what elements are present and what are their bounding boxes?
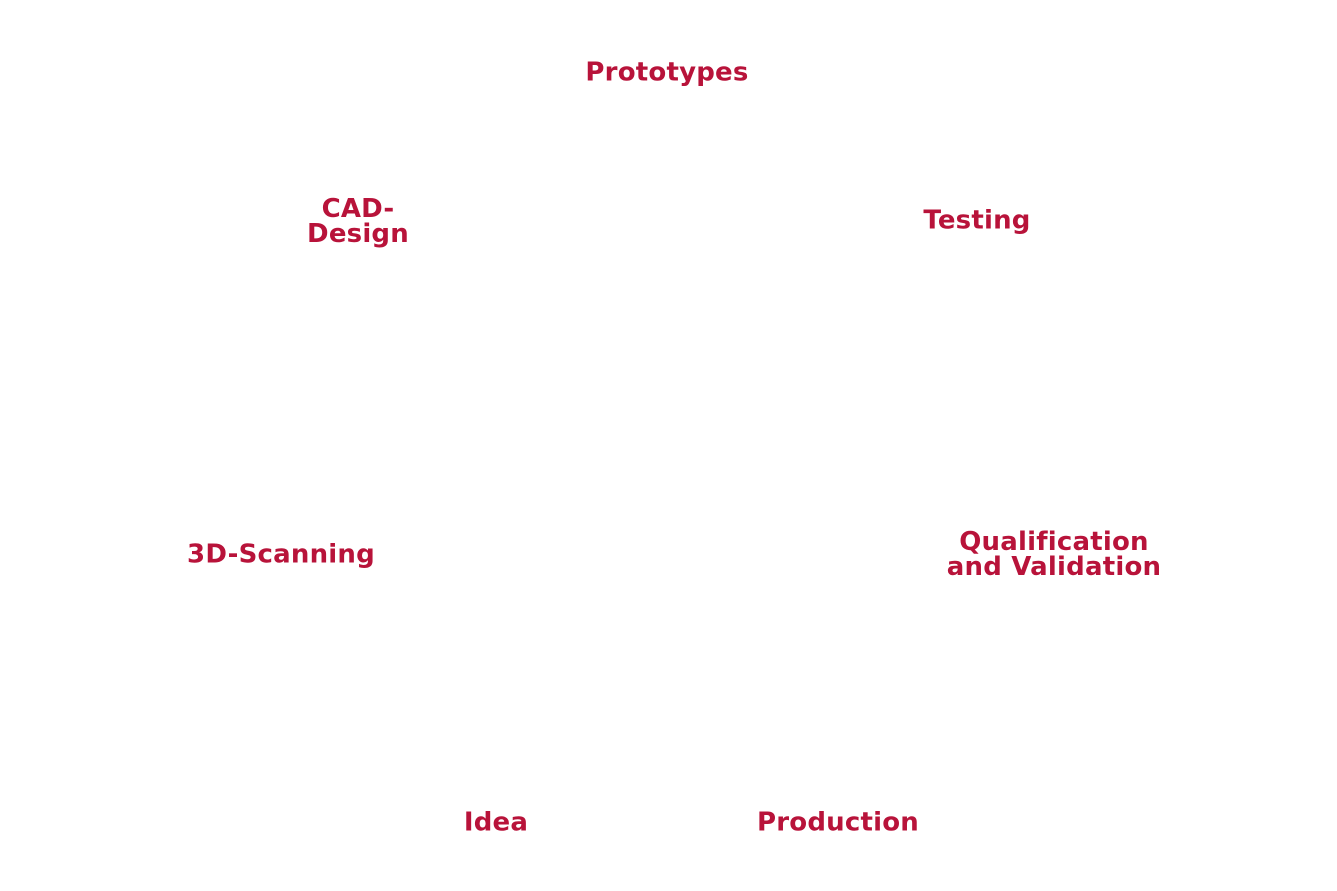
step-label-prototypes: Prototypes: [585, 57, 749, 88]
step-label-line: Design: [307, 219, 409, 249]
step-label-line: 3D-Scanning: [187, 539, 375, 570]
step-label-line: CAD-: [321, 194, 395, 224]
step-label-line: Prototypes: [585, 57, 749, 88]
step-label-testing: Testing: [923, 205, 1031, 236]
step-label-line: Production: [757, 807, 919, 838]
step-label-production: Production: [757, 807, 919, 838]
step-label-line: Testing: [923, 205, 1031, 236]
step-label-3d-scanning: 3D-Scanning: [187, 539, 375, 570]
step-label-idea: Idea: [463, 807, 529, 838]
step-label-cad-design: CAD- Design: [307, 194, 409, 249]
step-label-line: and Validation: [946, 552, 1162, 582]
step-label-qualification-and-validation: Qualification and Validation: [946, 527, 1162, 582]
step-label-line: Qualification: [959, 527, 1149, 557]
step-label-line: Idea: [463, 807, 529, 838]
